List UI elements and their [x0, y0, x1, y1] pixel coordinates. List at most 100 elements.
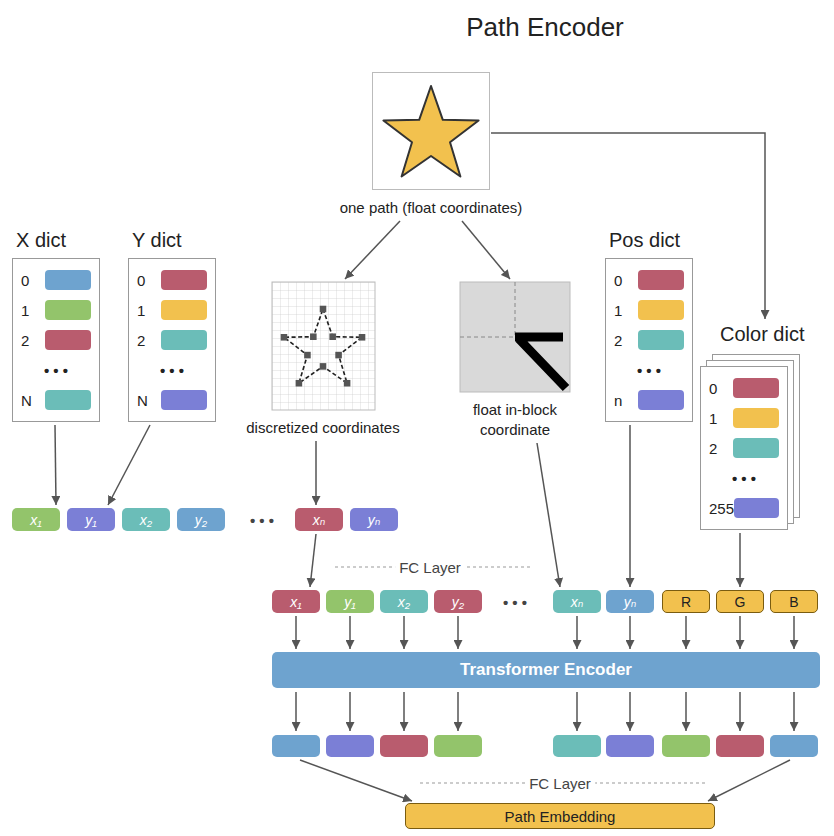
dict-index: 0: [709, 380, 717, 397]
dict-box: 012• • •n: [605, 258, 693, 422]
token-box: x₁: [12, 508, 60, 531]
dict-index: • • •: [732, 470, 756, 487]
block-crosshair: [460, 282, 515, 337]
discretized-star: [281, 306, 366, 387]
dict-index: 2: [21, 332, 29, 349]
layer-name: Transformer Encoder: [460, 660, 632, 680]
embedding-dict: Pos dict012• • •n: [605, 228, 693, 422]
embedding-chip: [161, 390, 207, 410]
token-box: R: [662, 590, 710, 613]
star-shape: [383, 86, 478, 177]
token-box: x₁: [272, 590, 320, 613]
image-panel: one path (float coordinates): [331, 72, 531, 218]
token-name: x₂: [398, 594, 410, 610]
image-caption: discretized coordinates: [233, 418, 413, 438]
image-spacer: [272, 282, 375, 410]
dict-heading: Y dict: [128, 228, 216, 252]
ellipsis: • • •: [499, 594, 531, 611]
token-box: B: [770, 590, 818, 613]
dict-index: 2: [709, 440, 717, 457]
layer-name: Path Embedding: [505, 808, 616, 825]
embedding-chip: [638, 300, 684, 320]
dict-box: 0 1 2 • • • 255: [700, 366, 788, 530]
output-arrows: [296, 692, 794, 801]
token-box: G: [716, 590, 764, 613]
embedding-chip: [161, 300, 207, 320]
embedding-chip: [638, 330, 684, 350]
image-spacer: [460, 282, 570, 392]
dict-index: N: [21, 392, 32, 409]
dict-index: 1: [709, 410, 717, 427]
embedding-chip: [161, 330, 207, 350]
dict-index: 0: [614, 272, 622, 289]
image-panel: discretized coordinates: [233, 282, 413, 438]
dict-index: 1: [614, 302, 622, 319]
token-name: xₙ: [571, 594, 584, 610]
dict-heading: X dict: [12, 228, 100, 252]
dict-index: 2: [614, 332, 622, 349]
embedding-chip: [733, 408, 779, 428]
embedding-chip: [638, 390, 684, 410]
flow-arrow: [315, 441, 317, 505]
dict-index: n: [614, 392, 622, 409]
dict-index: • • •: [160, 362, 184, 379]
dict-heading: Pos dict: [605, 228, 693, 252]
token-box: xₙ: [295, 508, 343, 531]
token-box: y₂: [177, 508, 225, 531]
token-name: R: [681, 594, 691, 610]
token-box: yₙ: [606, 590, 654, 613]
flow-arrow: [310, 534, 316, 587]
token-box: y₂: [434, 590, 482, 613]
dict-box: 012• • •N: [128, 258, 216, 422]
token-box: y₁: [67, 508, 115, 531]
ellipsis: • • •: [246, 512, 278, 529]
dict-index: 255: [709, 500, 734, 517]
flow-arrow: [739, 616, 741, 649]
dict-index: 1: [137, 302, 145, 319]
token-name: y₂: [195, 512, 207, 528]
grid-image: [272, 282, 375, 410]
flow-arrow: [685, 616, 687, 649]
token-box: yₙ: [350, 508, 398, 531]
embedding-chip: [45, 300, 91, 320]
token-name: xₙ: [313, 512, 326, 528]
embedding-chip: [733, 438, 779, 458]
token-name: yₙ: [624, 594, 637, 610]
embedding-chip: [45, 270, 91, 290]
flow-arrow: [345, 221, 400, 279]
output-tokens: [272, 735, 818, 757]
layer-label: FC Layer: [395, 559, 465, 576]
embedding-chip: [45, 390, 91, 410]
token-name: G: [735, 594, 746, 610]
path-fragment: [515, 337, 566, 388]
embedding-chip: [734, 498, 779, 518]
block-image: [460, 282, 570, 392]
token-name: y₁: [344, 594, 355, 610]
image-caption: float in-block coordinate: [449, 400, 581, 440]
token-name: x₁: [290, 594, 301, 610]
diagram-title: Path Encoder: [395, 12, 695, 43]
embedding-chip: [733, 378, 779, 398]
layer-label: FC Layer: [525, 775, 595, 792]
embedding-chip: [638, 270, 684, 290]
dict-heading: Color dict: [700, 322, 820, 346]
flow-arrow: [629, 616, 631, 649]
token-name: B: [789, 594, 798, 610]
dict-index: 0: [21, 272, 29, 289]
token-box: x₂: [122, 508, 170, 531]
layer-box: Path Embedding: [405, 803, 715, 829]
layer-box: Transformer Encoder: [272, 652, 820, 688]
embedding-chip: [161, 270, 207, 290]
image-caption: one path (float coordinates): [331, 198, 531, 218]
flow-arrow: [793, 616, 795, 649]
flow-arrow: [576, 616, 578, 649]
token-name: x₁: [30, 512, 41, 528]
image-frame: [372, 72, 490, 190]
flow-arrow: [349, 616, 351, 649]
flow-arrow: [462, 221, 510, 279]
embedding-dict: X dict012• • •N: [12, 228, 100, 422]
token-box: xₙ: [553, 590, 601, 613]
image-panel: float in-block coordinate: [449, 282, 581, 440]
dict-index: 0: [137, 272, 145, 289]
flow-arrow: [55, 425, 56, 505]
